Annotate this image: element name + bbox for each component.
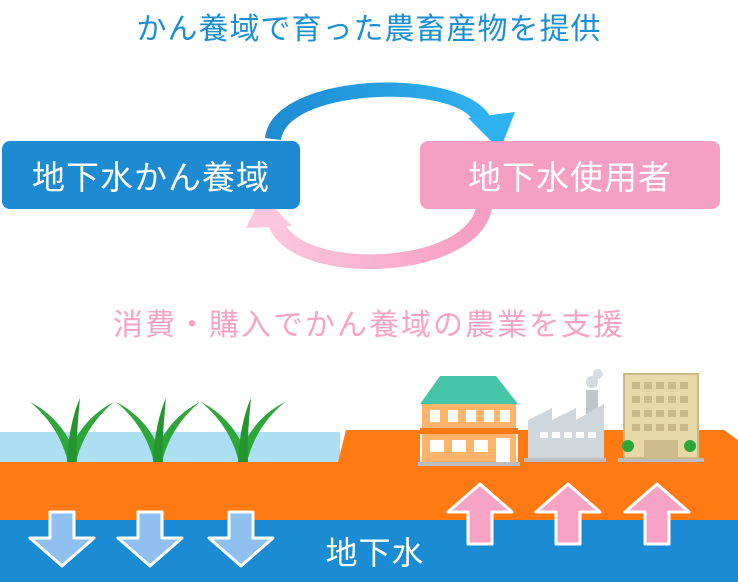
infiltration-arrow-icon bbox=[28, 510, 96, 568]
rice-plant-icon bbox=[201, 398, 285, 462]
recharge-area-label: 地下水かん養域 bbox=[32, 158, 270, 197]
rice-plant-icon bbox=[30, 398, 114, 462]
provide-arrow bbox=[265, 82, 515, 150]
support-arrow bbox=[246, 195, 492, 270]
factory-icon bbox=[524, 369, 606, 462]
office-building-icon bbox=[618, 373, 704, 462]
pumping-arrow-icon bbox=[623, 482, 691, 546]
recharge-area-node: 地下水かん養域 bbox=[2, 141, 300, 209]
infiltration-arrow-icon bbox=[116, 510, 184, 568]
groundwater-layer bbox=[0, 520, 738, 582]
pumping-arrow-icon bbox=[534, 482, 602, 546]
bottom-caption: 消費・購入でかん養域の農業を支援 bbox=[113, 308, 625, 343]
house-icon bbox=[418, 376, 520, 466]
pumping-arrow-icon bbox=[446, 482, 514, 546]
groundwater-user-label: 地下水使用者 bbox=[468, 158, 672, 197]
groundwater-user-node: 地下水使用者 bbox=[420, 141, 720, 209]
groundwater-label: 地下水 bbox=[325, 534, 425, 572]
top-caption: かん養域で育った農畜産物を提供 bbox=[136, 12, 602, 47]
rice-plant-icon bbox=[116, 398, 200, 462]
infiltration-arrow-icon bbox=[207, 510, 275, 568]
